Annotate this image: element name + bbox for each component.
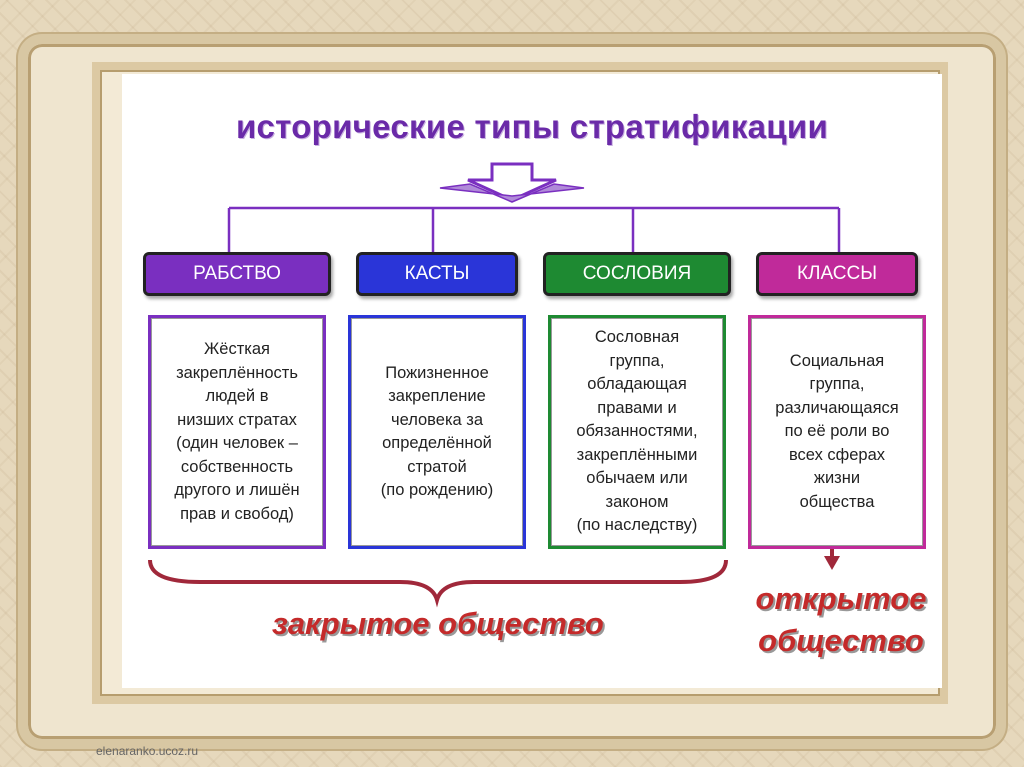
type-label: РАБСТВО — [193, 263, 281, 284]
desc-line: стратой — [407, 457, 467, 476]
type-label: КЛАССЫ — [796, 263, 878, 284]
desc-text: Сословная группа, обладающая правами и обяза… — [576, 326, 697, 538]
desc-box-classes: Социальная группа, различающаяся по её роли… — [748, 315, 926, 549]
open-society-line: общество — [758, 623, 924, 658]
closed-society-brace — [148, 559, 728, 608]
open-society-label: открытое общество — [746, 578, 936, 662]
desc-line: собственность — [180, 457, 294, 476]
desc-line: человека за — [390, 410, 484, 429]
desc-line: группа, — [809, 375, 865, 394]
desc-text: Жёсткая закреплённость людей в низших страт… — [174, 338, 299, 526]
type-label: КАСТЫ — [404, 263, 470, 284]
desc-line: различающаяся — [775, 398, 899, 417]
closed-society-label: закрытое общество — [272, 606, 604, 641]
desc-line: прав и свобод) — [180, 504, 294, 523]
desc-line: обладающая — [587, 375, 687, 394]
watermark: elenaranko.ucoz.ru — [96, 744, 199, 758]
desc-line: (один человек – — [176, 434, 298, 452]
desc-line: жизни — [813, 469, 861, 488]
desc-line: закрепление — [388, 387, 486, 405]
desc-line: (по наследству) — [576, 516, 698, 535]
desc-line: общества — [799, 492, 875, 511]
type-label: СОСЛОВИЯ — [582, 263, 692, 284]
desc-line: закреплённость — [176, 363, 298, 382]
desc-line: Сословная — [594, 328, 680, 347]
desc-line: (по рождению) — [380, 481, 494, 499]
type-box-classes: КЛАССЫ — [756, 252, 918, 296]
desc-line: законом — [605, 492, 669, 511]
desc-line: всех сферах — [788, 445, 886, 464]
type-box-slavery: РАБСТВО — [143, 252, 331, 296]
desc-line: Жёсткая — [204, 340, 270, 358]
desc-line: обычаем или — [586, 469, 688, 488]
desc-line: определённой — [382, 434, 492, 452]
type-box-castes: КАСТЫ — [356, 252, 518, 296]
desc-line: Пожизненное — [385, 363, 489, 382]
diagram-title: исторические типы стратификации — [235, 108, 829, 145]
desc-box-estates: Сословная группа, обладающая правами и обяза… — [548, 315, 726, 549]
desc-box-slavery: Жёсткая закреплённость людей в низших страт… — [148, 315, 326, 549]
title-down-arrow-icon — [439, 162, 585, 203]
type-box-estates: СОСЛОВИЯ — [543, 252, 731, 296]
desc-line: группа, — [609, 351, 665, 370]
desc-line: по её роли во — [784, 422, 890, 441]
desc-line: людей в — [205, 387, 269, 405]
desc-box-castes: Пожизненное закрепление человека за определ… — [348, 315, 526, 549]
desc-line: закреплёнными — [576, 445, 698, 464]
desc-line: обязанностями, — [576, 422, 698, 441]
desc-line: другого и лишён — [174, 481, 300, 499]
open-society-line: открытое — [755, 581, 927, 616]
desc-text: Социальная группа, различающаяся по её роли… — [775, 350, 898, 515]
desc-text: Пожизненное закрепление человека за определ… — [381, 362, 493, 503]
desc-line: Социальная — [789, 351, 885, 370]
desc-line: низших стратах — [177, 410, 297, 429]
desc-line: правами и — [597, 398, 677, 417]
